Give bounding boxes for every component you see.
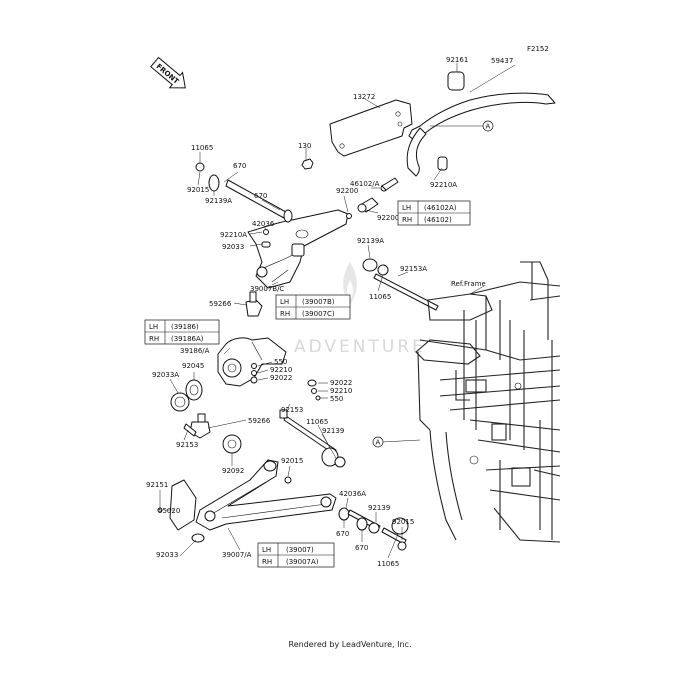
callout-59266-top: 59266 xyxy=(209,300,232,308)
table-46102-r0c1: (46102A) xyxy=(424,204,457,212)
callout-11065-mid: 11065 xyxy=(369,293,391,301)
callout-130: 130 xyxy=(298,142,311,150)
vehicle-frame xyxy=(415,261,561,543)
callout-92210-b: 92210 xyxy=(330,387,352,395)
knuckle xyxy=(217,337,287,387)
table-39007-r1c1: (39007A) xyxy=(286,558,319,566)
table-39007-r0c1: (39007) xyxy=(286,546,314,554)
callout-92139a-top: 92139A xyxy=(205,197,232,205)
upper-a-arm xyxy=(247,209,349,289)
guard-plate xyxy=(329,99,413,157)
callout-550-b: 550 xyxy=(330,395,343,403)
table-39007-r0c0: LH xyxy=(262,546,271,554)
callout-92015-top: 92015 xyxy=(187,186,209,194)
table-39007-r1c0: RH xyxy=(262,558,272,566)
callout-92210a-right: 92210A xyxy=(430,181,457,189)
table-39186-r1c1: (39186A) xyxy=(171,335,204,343)
callout-11065-top: 11065 xyxy=(191,144,213,152)
callout-39007bc: 39007B/C xyxy=(250,285,284,293)
table-39007bc-r0c0: LH xyxy=(280,298,289,306)
callout-92153-left: 92153 xyxy=(176,441,198,449)
bearing-circlip xyxy=(170,379,203,412)
table-39007: LH (39007) RH (39007A) xyxy=(257,542,335,568)
callout-55020: 55020 xyxy=(158,507,180,515)
callout-labels: 59437 92161 13272 130 11065 670 92015 92… xyxy=(146,56,513,568)
callout-42036: 42036 xyxy=(252,220,275,228)
callout-92015-mid: 92015 xyxy=(281,457,303,465)
table-39007bc: LH (39007B) RH (39007C) xyxy=(275,294,351,320)
bolt-130 xyxy=(301,158,314,170)
callout-92139a-mid: 92139A xyxy=(357,237,384,245)
callout-92153a: 92153A xyxy=(400,265,427,273)
table-39186-r1c0: RH xyxy=(149,335,159,343)
callout-39007a: 39007/A xyxy=(222,551,252,559)
callout-59266-low: 59266 xyxy=(248,417,271,425)
callout-92153-mid: 92153 xyxy=(281,406,303,414)
callout-670-low1: 670 xyxy=(336,530,349,538)
callout-11065-bottom: 11065 xyxy=(377,560,399,568)
callout-11065-low: 11065 xyxy=(306,418,328,426)
table-46102: LH (46102A) RH (46102) xyxy=(397,200,471,226)
bolt-92153a xyxy=(373,273,439,311)
skid-guard xyxy=(169,479,197,531)
callout-92033: 92033 xyxy=(222,243,244,251)
reference-marker-a-top-label: A xyxy=(486,123,491,131)
callout-92022-b: 92022 xyxy=(330,379,352,387)
callout-92139-b: 92139 xyxy=(368,504,390,512)
callout-550-a: 550 xyxy=(274,358,287,366)
callout-39186a: 39186/A xyxy=(180,347,210,355)
callout-92045: 92045 xyxy=(182,362,204,370)
reference-marker-a-low-label: A xyxy=(376,439,381,447)
callout-13272: 13272 xyxy=(353,93,375,101)
stabilizer-bushing xyxy=(447,71,465,91)
watermark-logo: ADVENTURE xyxy=(294,262,426,357)
table-39186: LH (39186) RH (39186A) xyxy=(144,319,220,345)
callout-92015-low: 92015 xyxy=(392,518,414,526)
table-46102-r1c0: RH xyxy=(402,216,412,224)
diagram-id: F2152 xyxy=(527,45,549,53)
table-39007bc-r1c0: RH xyxy=(280,310,290,318)
callout-92200-a: 92200 xyxy=(336,187,358,195)
reference-marker-a-top: A xyxy=(482,120,494,132)
ref-frame-label: Ref.Frame xyxy=(451,280,486,288)
callout-92033a: 92033A xyxy=(152,371,179,379)
table-39007bc-r1c1: (39007C) xyxy=(302,310,335,318)
callout-670-low2: 670 xyxy=(355,544,368,552)
callout-92210-a: 92210 xyxy=(270,366,292,374)
callout-59437: 59437 xyxy=(491,57,513,65)
render-credit: Rendered by LeadVenture, Inc. xyxy=(288,640,412,649)
table-39007bc-r0c1: (39007B) xyxy=(302,298,335,306)
callout-92161: 92161 xyxy=(446,56,468,64)
callout-92092: 92092 xyxy=(222,467,244,475)
table-39186-r0c0: LH xyxy=(149,323,158,331)
callout-670-top: 670 xyxy=(233,162,246,170)
table-46102-r0c0: LH xyxy=(402,204,411,212)
knuckle-hardware xyxy=(250,363,321,401)
bushing-92092 xyxy=(222,434,242,454)
ball-joint-upper xyxy=(245,291,263,317)
bolt-92153-left xyxy=(183,423,197,437)
watermark-text: ADVENTURE xyxy=(294,337,426,357)
stabilizer-bar xyxy=(406,71,556,177)
lower-hardware xyxy=(157,409,409,551)
end-link xyxy=(357,177,399,213)
callout-92033-low: 92033 xyxy=(156,551,178,559)
lower-a-arm xyxy=(195,459,337,531)
callout-42036a: 42036A xyxy=(339,490,366,498)
callout-670-mid: 670 xyxy=(254,192,267,200)
callout-92210a-left: 92210A xyxy=(220,231,247,239)
callout-92151: 92151 xyxy=(146,481,168,489)
callout-92022-a: 92022 xyxy=(270,374,292,382)
table-46102-r1c1: (46102) xyxy=(424,216,452,224)
front-arrow-icon: FRONT xyxy=(150,56,186,89)
table-39186-r0c1: (39186) xyxy=(171,323,199,331)
callout-46102a: 46102/A xyxy=(350,180,380,188)
leader-lines xyxy=(159,63,516,559)
callout-92139-a: 92139 xyxy=(322,427,344,435)
reference-marker-a-low: A xyxy=(372,436,384,448)
callout-92200-b: 92200 xyxy=(377,214,399,222)
